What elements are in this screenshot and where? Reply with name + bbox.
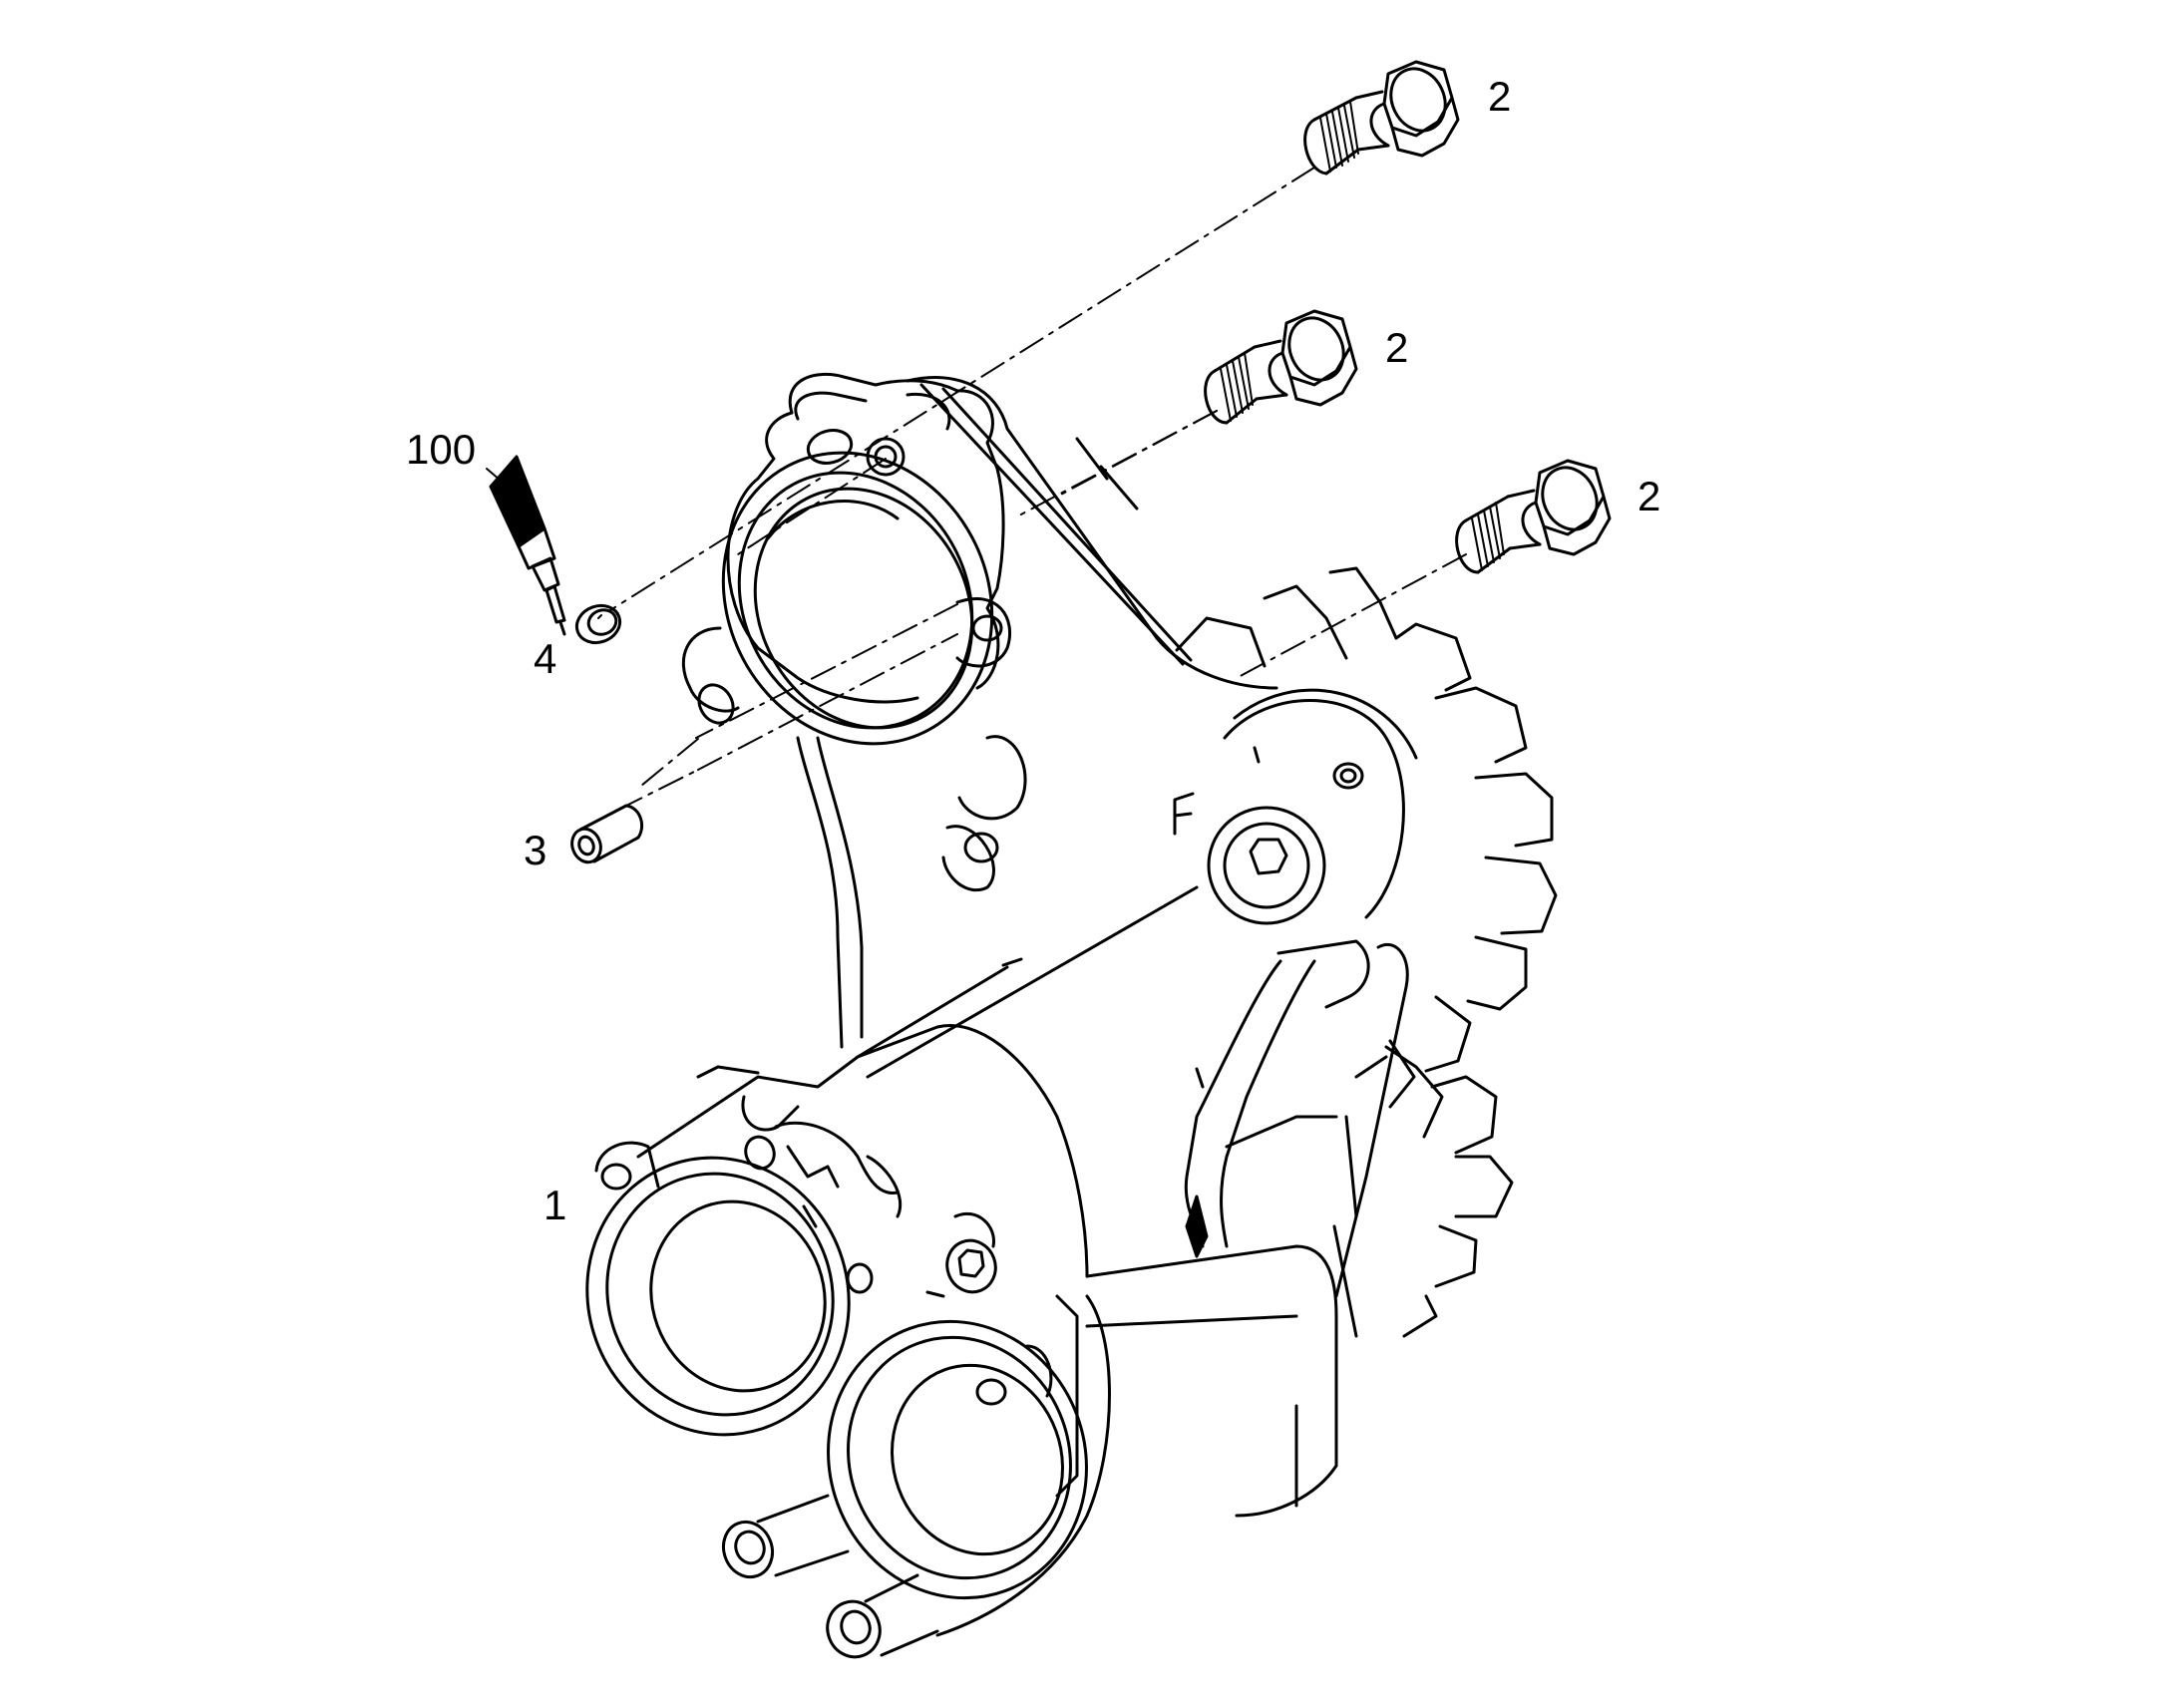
callout-bolt-right: 2 <box>1637 473 1661 519</box>
callout-bolt-top: 2 <box>1488 73 1512 120</box>
centre-lines <box>597 167 1467 811</box>
callout-bolt-middle: 2 <box>1385 324 1409 371</box>
bolt-right <box>1455 459 1612 574</box>
dowel-pin <box>570 804 643 864</box>
bolt-top <box>1303 60 1460 175</box>
callout-o-ring: 4 <box>534 635 557 682</box>
bolt-middle <box>1204 309 1358 425</box>
callout-dowel-pin: 3 <box>524 827 547 873</box>
housing <box>585 372 1558 1659</box>
callout-housing: 1 <box>544 1182 567 1228</box>
callout-sealant: 100 <box>406 426 477 473</box>
sealant-tube <box>489 455 566 636</box>
sealant-leader <box>486 468 502 482</box>
o-ring <box>574 603 622 645</box>
